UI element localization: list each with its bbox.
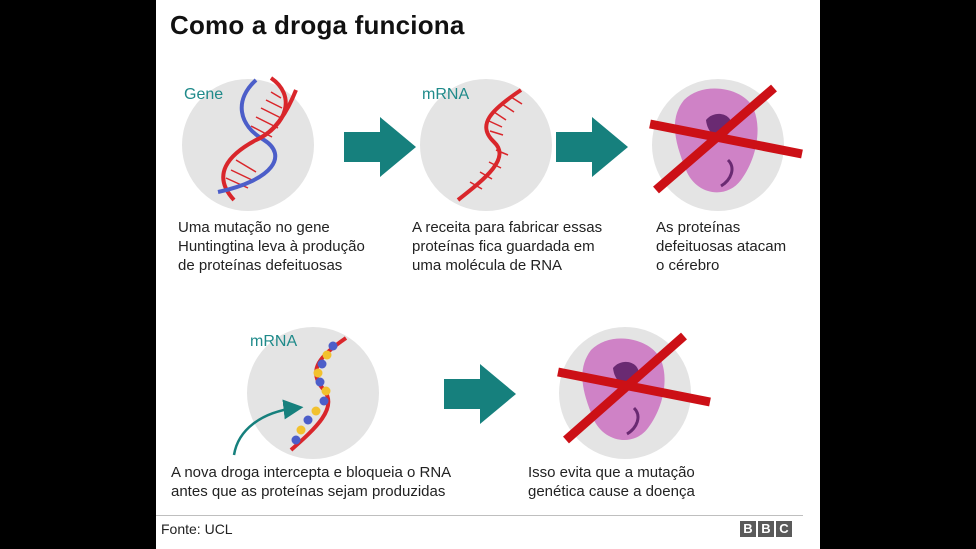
arrow-right-icon [344, 117, 416, 177]
caption-step-3: As proteínas defeituosas atacam o cérebr… [656, 219, 787, 274]
mrna-strand [456, 88, 523, 202]
gene-label: Gene [184, 86, 223, 103]
page-title: Como a droga funciona [170, 10, 465, 40]
caption-step-1: Uma mutação no gene Huntingtina leva à p… [178, 219, 365, 274]
cross-line-b [557, 367, 711, 407]
mrna-top-label: mRNA [422, 86, 469, 103]
bbc-logo: B B C [740, 521, 792, 537]
footer-divider [156, 515, 803, 516]
protein-crossed-illustration [649, 79, 803, 211]
bbc-logo-letter: B [740, 521, 756, 537]
arrow-right-icon [556, 117, 628, 177]
dna-strand-blue [217, 78, 278, 194]
arrow-right-icon [444, 364, 516, 424]
mrna-illustration: mRNA [420, 79, 552, 211]
mrna-rungs [469, 96, 523, 190]
mrna-background-circle [420, 79, 552, 211]
drug-arrow-icon [232, 399, 304, 456]
cross-line-b [649, 119, 803, 159]
caption-step-2: A receita para fabricar essas proteínas … [412, 219, 603, 274]
mrna-bottom-label: mRNA [250, 333, 297, 350]
caption-step-4: A nova droga intercepta e bloqueia o RNA… [171, 464, 452, 500]
gene-dna-illustration: Gene [182, 76, 314, 211]
disease-prevented-illustration [557, 327, 711, 459]
bbc-logo-letter: B [758, 521, 774, 537]
drug-background-circle [247, 327, 379, 459]
infographic-panel: Como a droga funciona Gene [156, 0, 820, 549]
caption-step-5: Isso evita que a mutação genética cause … [528, 464, 695, 500]
drug-molecules [291, 341, 338, 445]
source-credit: Fonte: UCL [161, 521, 233, 537]
bbc-logo-letter: C [776, 521, 792, 537]
diagram-illustration: Gene mRNA [182, 76, 803, 459]
drug-blocking-illustration: mRNA [232, 327, 379, 459]
